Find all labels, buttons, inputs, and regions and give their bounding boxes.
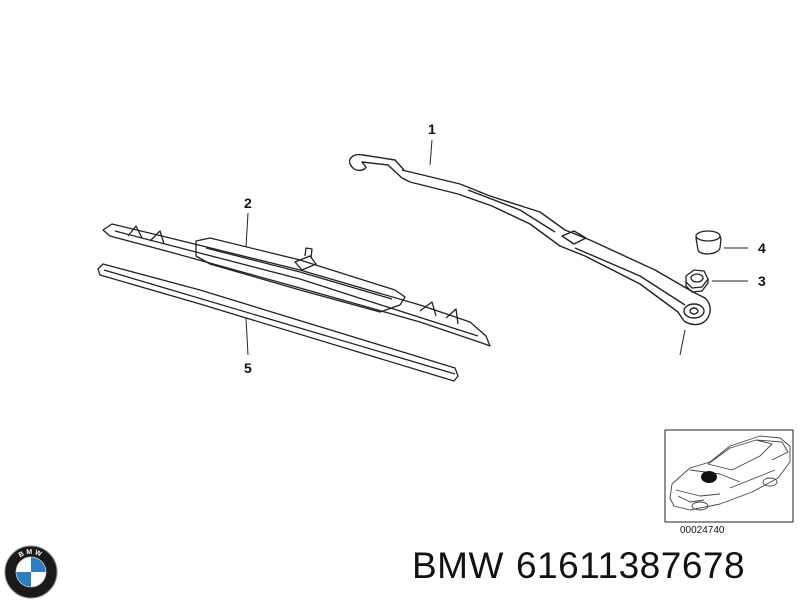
svg-text:BMW: BMW — [18, 549, 45, 559]
reference-code: 00024740 — [680, 525, 725, 536]
car-locator-inset: 00024740 — [664, 429, 794, 536]
callout-3: 3 — [758, 273, 766, 289]
brand-name: BMW — [412, 545, 504, 586]
nut — [685, 269, 709, 293]
leader-lines — [245, 139, 748, 356]
callout-5: 5 — [244, 360, 252, 376]
wiper-location-marker — [701, 471, 717, 483]
callout-2: 2 — [244, 195, 252, 211]
bmw-logo-icon: BMW — [4, 545, 58, 599]
part-caption: BMW 61611387678 — [412, 545, 745, 587]
wiper-arm — [348, 153, 711, 326]
logo-letters: BMW — [18, 549, 43, 559]
cap — [695, 230, 722, 255]
part-number: 61611387678 — [515, 545, 746, 586]
wiper-rubber — [97, 263, 459, 382]
callout-4: 4 — [758, 240, 766, 256]
callout-1: 1 — [428, 121, 436, 137]
wiper-blade — [102, 223, 491, 347]
